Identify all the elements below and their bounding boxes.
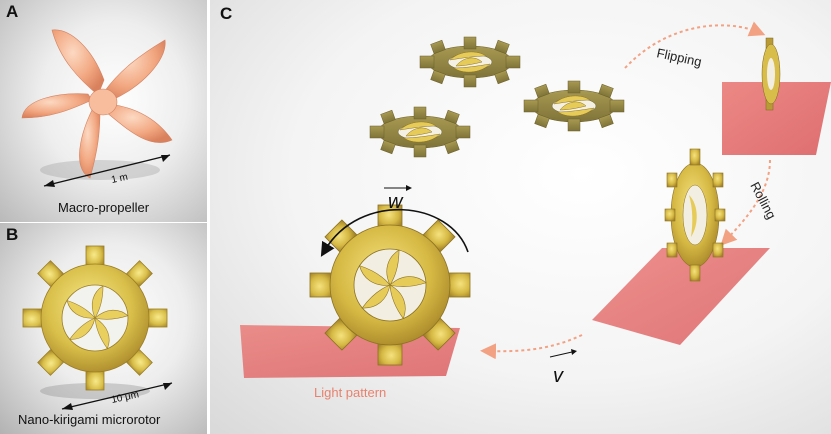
propeller-illustration: 1 m	[21, 29, 173, 187]
microrotor-caption: Nano-kirigami microrotor	[18, 412, 161, 427]
microrotor-illustration: 10 μm	[22, 245, 173, 410]
rolling-rotor	[664, 148, 726, 282]
svg-text:v: v	[553, 365, 564, 387]
propeller-scale-label: 1 m	[110, 172, 129, 186]
final-rotor	[309, 204, 471, 366]
flat-rotor-1	[419, 36, 521, 88]
rotation-arrow	[320, 208, 469, 257]
omega-symbol: w	[384, 185, 412, 213]
svg-text:w: w	[388, 191, 404, 213]
light-pad-middle	[592, 248, 770, 345]
propeller-hub	[88, 88, 118, 116]
rolling-path-arrow	[480, 334, 583, 360]
panel-a-macro-propeller: A 1 m Macro-propeller	[0, 0, 207, 222]
light-pad-top	[722, 82, 831, 155]
light-pattern-label: Light pattern	[314, 385, 386, 400]
panel-a-label: A	[6, 2, 19, 21]
flat-rotor-2	[523, 80, 625, 132]
microrotor-gear	[22, 245, 168, 391]
panel-b-label: B	[6, 225, 19, 244]
rolling-arrow	[720, 159, 771, 246]
motion-illustration: Flipping Rolling	[240, 21, 831, 400]
flat-rotor-3	[369, 106, 471, 158]
flipping-arrow	[624, 21, 766, 69]
edge-rotor	[761, 37, 781, 111]
panel-c-label: C	[220, 4, 233, 23]
panel-b-microrotor: B	[0, 223, 207, 434]
flipping-label: Flipping	[655, 45, 703, 69]
velocity-symbol: v	[549, 349, 577, 387]
macro-propeller-caption: Macro-propeller	[58, 200, 150, 215]
rolling-label: Rolling	[747, 179, 779, 221]
propeller-blades	[21, 29, 173, 179]
panel-c-motion-sequence: C	[210, 0, 831, 434]
